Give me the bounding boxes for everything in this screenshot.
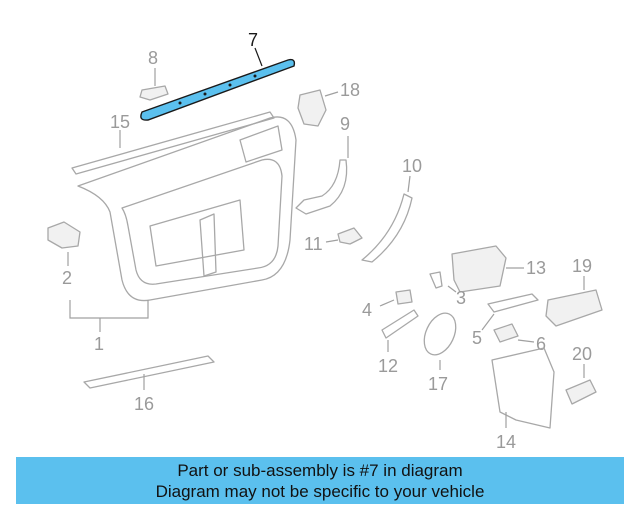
part-3: [429, 271, 457, 293]
part-4: [379, 289, 413, 307]
info-banner: Part or sub-assembly is #7 in diagram Di…: [16, 457, 624, 504]
callout-5: 5: [472, 328, 482, 348]
part-1-door-panel: [69, 116, 297, 332]
part-12: [381, 309, 419, 352]
callout-8: 8: [148, 48, 158, 68]
callout-6: 6: [536, 334, 546, 354]
part-2: [47, 221, 81, 266]
callout-9: 9: [340, 114, 350, 134]
part-18: [297, 89, 339, 127]
part-19: [545, 276, 603, 327]
callout-3: 3: [456, 288, 466, 308]
callout-20: 20: [572, 344, 592, 364]
callout-12: 12: [378, 356, 398, 376]
part-20: [565, 364, 597, 405]
part-13: [451, 245, 524, 293]
part-6: [493, 323, 535, 343]
callout-11: 11: [304, 234, 323, 254]
banner-line-1: Part or sub-assembly is #7 in diagram: [177, 460, 463, 480]
callout-2: 2: [62, 268, 72, 288]
part-7-highlighted[interactable]: [140, 47, 296, 121]
part-16: [83, 355, 215, 390]
callout-16: 16: [134, 394, 154, 414]
callout-17: 17: [428, 374, 448, 394]
part-9: [295, 136, 349, 215]
part-5: [481, 293, 539, 331]
part-17: [423, 312, 457, 370]
callout-7: 7: [248, 30, 258, 50]
part-10: [361, 175, 413, 263]
callout-15: 15: [110, 112, 130, 132]
banner-line-2: Diagram may not be specific to your vehi…: [155, 481, 485, 501]
parts-diagram: 7 8 18 15 1 2 9 11: [47, 30, 603, 452]
callout-1: 1: [94, 334, 104, 354]
part-8: [139, 68, 169, 101]
callout-18: 18: [340, 80, 360, 100]
callout-19: 19: [572, 256, 592, 276]
callout-4: 4: [362, 300, 372, 320]
callout-10: 10: [402, 156, 422, 176]
callout-13: 13: [526, 258, 546, 278]
part-11: [325, 227, 363, 245]
part-15: [71, 111, 275, 175]
callout-14: 14: [496, 432, 516, 452]
part-14: [491, 347, 555, 429]
